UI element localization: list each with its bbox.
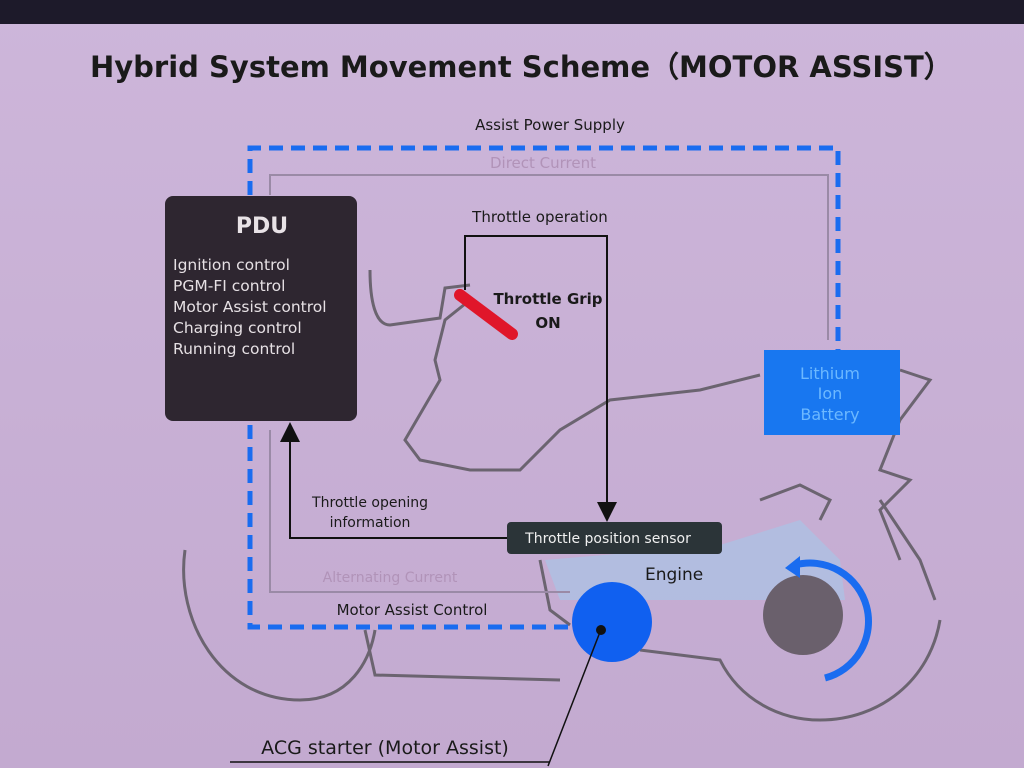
battery-label-line: Lithium xyxy=(800,364,860,383)
throttle-operation-arrow xyxy=(464,235,617,522)
acg-shaft xyxy=(596,625,606,635)
throttle-grip-state: ON xyxy=(535,314,560,332)
throttle-grip-label: Throttle Grip xyxy=(493,290,602,308)
alternating-current-line xyxy=(269,430,570,593)
throttle-operation-label: Throttle operation xyxy=(471,208,608,226)
throttle-position-sensor-label: Throttle position sensor xyxy=(524,531,691,547)
throttle-opening-label: Throttle opening xyxy=(311,495,428,511)
pdu-item: Ignition control xyxy=(173,256,290,274)
rotation-arrowhead-icon xyxy=(785,556,800,578)
pdu-item: PGM-FI control xyxy=(173,277,285,295)
direct-current-line xyxy=(269,174,829,340)
alternating-current-label: Alternating Current xyxy=(323,570,458,586)
pdu-title: PDU xyxy=(236,214,288,239)
assist-power-supply-line xyxy=(247,145,841,350)
acg-starter-label: ACG starter (Motor Assist) xyxy=(261,737,509,759)
motor-assist-control-label: Motor Assist Control xyxy=(337,601,488,619)
throttle-position-sensor-box xyxy=(507,522,722,554)
throttle-opening-arrow xyxy=(280,422,507,539)
rear-wheel-hub xyxy=(763,575,843,655)
motorcycle-outline xyxy=(182,269,942,722)
battery-label-line: Ion xyxy=(818,384,843,403)
direct-current-label: Direct Current xyxy=(490,154,596,172)
pdu-panel: PDU Ignition control PGM-FI control Moto… xyxy=(165,196,357,421)
rotation-arrow-icon xyxy=(794,559,872,682)
throttle-opening-label: information xyxy=(330,515,411,531)
engine-housing xyxy=(545,520,845,600)
pdu-item: Charging control xyxy=(173,319,302,337)
acg-leader-line xyxy=(547,631,601,767)
throttle-grip-icon xyxy=(454,289,518,340)
slide-title: Hybrid System Movement Scheme（MOTOR ASSI… xyxy=(90,50,953,84)
screen-bezel xyxy=(0,0,1024,24)
engine-label: Engine xyxy=(645,565,703,585)
pdu-item: Running control xyxy=(173,340,295,358)
pdu-item: Motor Assist control xyxy=(173,298,327,316)
acg-starter-motor xyxy=(572,582,652,662)
motor-assist-control-line xyxy=(247,425,572,630)
lithium-ion-battery: Lithium Ion Battery xyxy=(764,350,900,435)
battery-label-line: Battery xyxy=(800,405,859,424)
assist-power-supply-label: Assist Power Supply xyxy=(475,116,625,134)
